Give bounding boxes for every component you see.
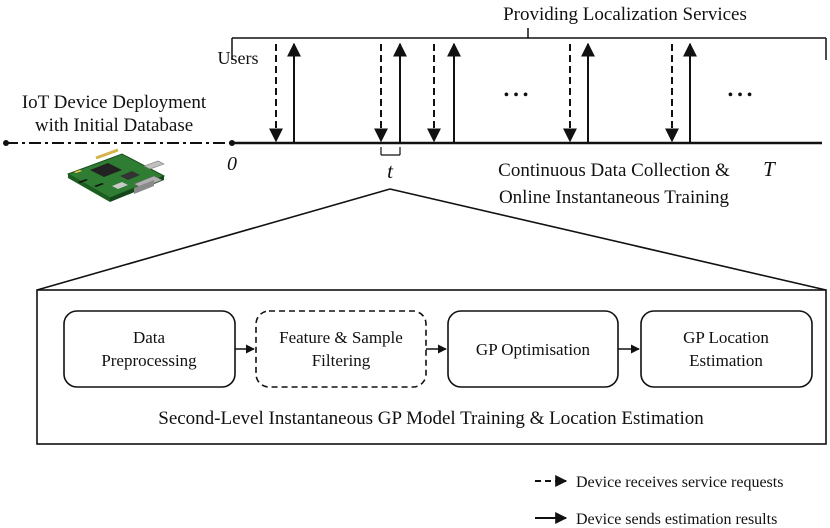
pipeline-caption: Second-Level Instantaneous GP Model Trai… [158,408,704,429]
users-label: Users [218,48,259,68]
zoom-triangle [36,188,827,291]
step-label: Feature & Sample [279,328,403,347]
step-label: GP Optimisation [476,340,591,359]
ellipsis-2: • • • [728,87,753,104]
collection-line2: Online Instantaneous Training [499,187,730,208]
deployment-line2: with Initial Database [35,115,193,136]
step-label: Preprocessing [101,351,197,370]
pipeline-panel [36,289,827,445]
step-box-gp-location [640,310,813,388]
timeline-arrows [269,42,697,143]
step-label: Estimation [689,351,763,370]
services-label: Providing Localization Services [503,4,747,25]
t-mark-label: t [387,159,394,183]
step-label: GP Location [683,328,769,347]
ellipsis-1: • • • [504,87,529,104]
collection-line1: Continuous Data Collection & [498,160,730,181]
services-bracket [231,28,827,60]
legend-solid-label: Device sends estimation results [576,511,777,528]
t-interval-bracket [380,147,401,156]
t-start-label: 0 [227,153,237,175]
deployment-start-dot [3,140,9,146]
legend-dashed-label: Device receives service requests [576,474,783,491]
deployment-line1: IoT Device Deployment [22,92,207,113]
step-label: Filtering [312,351,371,370]
t-end-label: T [763,157,776,181]
step-box-feature-filtering [255,310,427,388]
step-box-data-preprocessing [63,310,236,388]
iot-board-icon [60,146,170,216]
step-label: Data [133,328,166,347]
